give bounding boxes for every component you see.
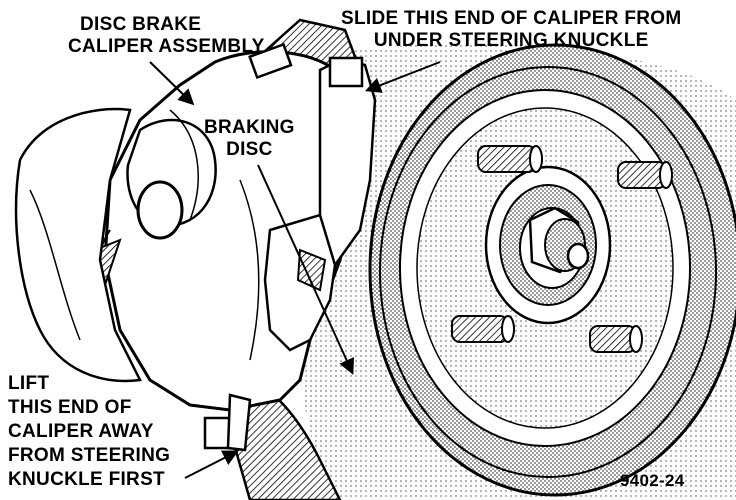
slide-end-label: SLIDE THIS END OF CALIPER FROM UNDER STE…: [341, 8, 681, 52]
caliper-assembly-line-2: CALIPER ASSEMBLY: [68, 36, 265, 57]
braking-disc-arrow: [257, 164, 354, 375]
lift-end-line-4: FROM STEERING: [8, 445, 171, 466]
braking-disc-line-1: BRAKING: [204, 117, 295, 138]
wheel-stud: [477, 145, 543, 173]
slide-end-line-1: SLIDE THIS END OF CALIPER FROM: [341, 8, 682, 29]
lift-end-line-5: KNUCKLE FIRST: [8, 469, 165, 490]
slide-end-line-2: UNDER STEERING KNUCKLE: [373, 30, 649, 51]
lift-end-line-1: LIFT: [8, 373, 50, 394]
caliper-assembly-line-1: DISC BRAKE: [80, 14, 202, 35]
slide-end-arrow: [365, 61, 441, 93]
disc-brake-caliper-assembly: [83, 42, 377, 452]
wheel-studs: [451, 145, 673, 353]
wheel-stud: [617, 161, 673, 189]
wheel-stud: [451, 315, 515, 343]
background-component: [14, 107, 142, 383]
caliper-assembly-label: DISC BRAKE CALIPER ASSEMBLY: [68, 14, 265, 58]
lift-end-line-3: CALIPER AWAY: [8, 421, 154, 442]
lift-end-label: LIFT THIS END OF CALIPER AWAY FROM STEER…: [8, 372, 170, 492]
caliper-assembly-arrow: [149, 61, 195, 106]
lift-end-arrow: [184, 450, 239, 479]
wheel-stud: [589, 325, 643, 353]
lift-end-line-2: THIS END OF: [8, 397, 132, 418]
figure-number: 9402-24: [620, 471, 685, 490]
wheel-hub: [484, 165, 612, 325]
braking-disc-label: BRAKING DISC: [204, 117, 295, 161]
callout-arrows: [149, 61, 441, 479]
braking-disc-line-2: DISC: [226, 139, 273, 160]
